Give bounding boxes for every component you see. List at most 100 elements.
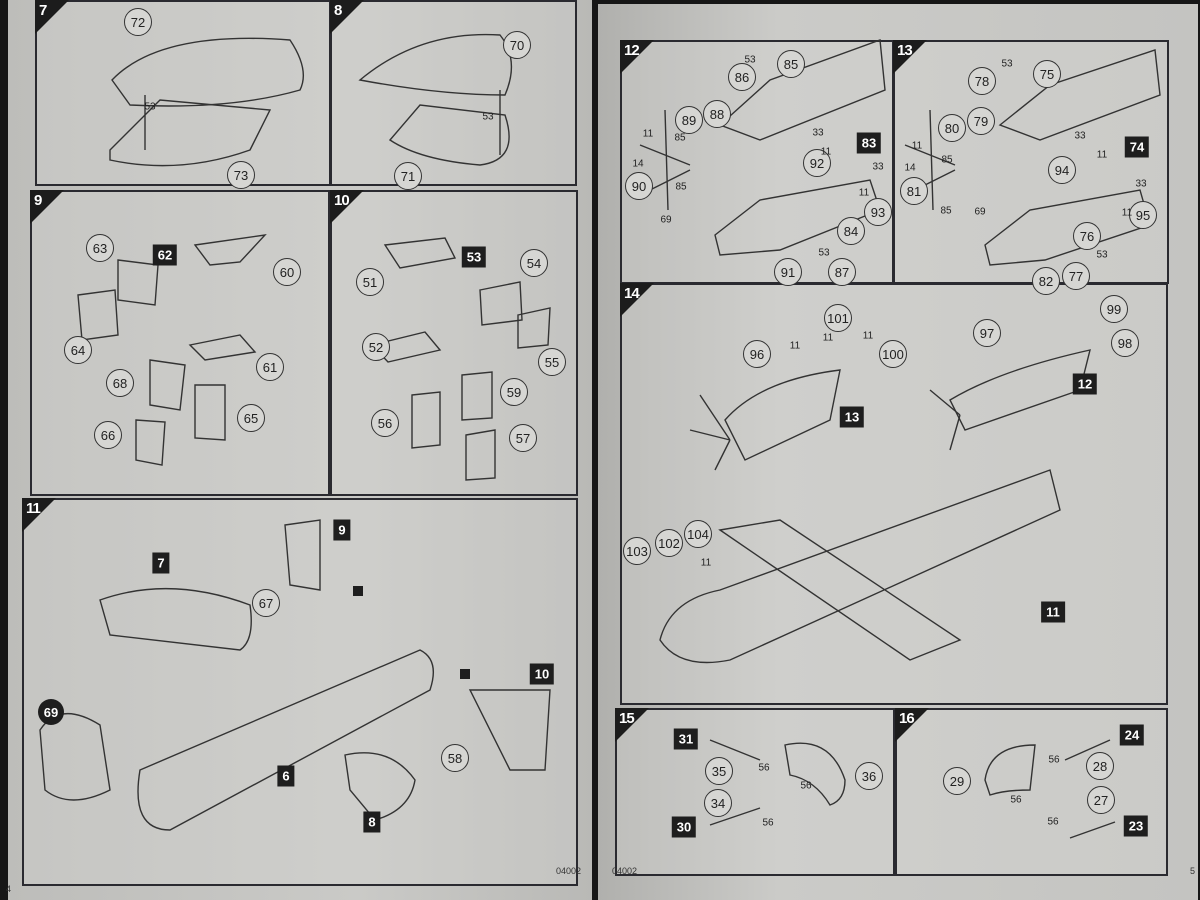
part-number-callout: 27 xyxy=(1087,786,1115,814)
part-number-callout: 86 xyxy=(728,63,756,91)
part-number-box: 62 xyxy=(152,244,178,266)
part-number-callout: 68 xyxy=(106,369,134,397)
part-annotation: 11 xyxy=(700,557,712,569)
step-number: 8 xyxy=(334,2,342,19)
wing-lower-drawing xyxy=(109,99,272,167)
part-number-box: 53 xyxy=(461,246,487,268)
part-annotation: 11 xyxy=(1096,149,1108,161)
part-number-callout: 81 xyxy=(900,177,928,205)
part-number-callout: 97 xyxy=(973,319,1001,347)
part-number-callout: 99 xyxy=(1100,295,1128,323)
step-panel-11: 11 xyxy=(22,498,578,886)
part-annotation: 85 xyxy=(940,205,952,217)
step-panel-7: 7 xyxy=(35,0,331,186)
part-number-box: 31 xyxy=(673,728,699,750)
part-number-callout: 34 xyxy=(704,789,732,817)
part-number-box: 11 xyxy=(1041,601,1065,623)
part-number-box: 23 xyxy=(1123,815,1149,837)
part-annotation: 85 xyxy=(941,154,953,166)
part-number-box: 24 xyxy=(1119,724,1145,746)
part-number-callout: 69 xyxy=(38,699,64,725)
part-annotation: 33 xyxy=(812,127,824,139)
part-annotation: 11 xyxy=(642,128,654,140)
step-number: 7 xyxy=(39,2,47,19)
part-number-callout: 79 xyxy=(967,107,995,135)
part-annotation: 53 xyxy=(818,247,830,259)
part-number-callout: 75 xyxy=(1033,60,1061,88)
part-number-callout: 64 xyxy=(64,336,92,364)
part-number-callout: 96 xyxy=(743,340,771,368)
part-number-callout: 36 xyxy=(855,762,883,790)
step-tab xyxy=(35,0,69,34)
part-number-box: 12 xyxy=(1072,373,1098,395)
part-number-callout: 84 xyxy=(837,217,865,245)
part-number-callout: 71 xyxy=(394,162,422,190)
part-annotation: 53 xyxy=(1001,58,1013,70)
part-number-callout: 51 xyxy=(356,268,384,296)
right-page xyxy=(598,4,1198,900)
part-number-box: 83 xyxy=(856,132,882,154)
part-annotation: 56 xyxy=(1010,794,1022,806)
part-number-box: 13 xyxy=(839,406,865,428)
wing-upper-drawing xyxy=(358,33,513,96)
part-annotation: 11 xyxy=(789,340,801,352)
part-number-box: 8 xyxy=(363,811,381,833)
part-number-callout: 72 xyxy=(124,8,152,36)
step-tab xyxy=(620,283,654,317)
part-number-callout: 100 xyxy=(879,340,907,368)
step-number: 12 xyxy=(624,42,640,59)
part-number-callout: 61 xyxy=(256,353,284,381)
part-annotation: 56 xyxy=(1048,754,1060,766)
part-number-callout: 89 xyxy=(675,106,703,134)
part-number-callout: 56 xyxy=(371,409,399,437)
part-annotation: 56 xyxy=(1047,816,1059,828)
step-number: 11 xyxy=(26,500,41,517)
part-number-callout: 76 xyxy=(1073,222,1101,250)
part-number-box: 6 xyxy=(277,765,295,787)
part-number-callout: 63 xyxy=(86,234,114,262)
part-annotation: 33 xyxy=(1135,178,1147,190)
part-annotation: 56 xyxy=(758,762,770,774)
part-annotation: 53 xyxy=(144,101,156,113)
step-tab xyxy=(620,40,654,74)
step-tab xyxy=(330,0,364,34)
part-number-callout: 54 xyxy=(520,249,548,277)
aircraft-drawing xyxy=(659,469,1061,664)
part-number-callout: 91 xyxy=(774,258,802,286)
marker-square xyxy=(460,669,470,679)
step-tab xyxy=(893,40,927,74)
part-annotation: 69 xyxy=(974,206,986,218)
part-number-callout: 103 xyxy=(623,537,651,565)
part-number-callout: 93 xyxy=(864,198,892,226)
step-panel-15: 15 xyxy=(615,708,895,876)
step-panel-13: 13 xyxy=(893,40,1169,284)
part-number-callout: 102 xyxy=(655,529,683,557)
part-annotation: 69 xyxy=(660,214,672,226)
wing-upper-drawing xyxy=(111,37,304,107)
step-number: 16 xyxy=(899,710,915,727)
part-number-box: 9 xyxy=(333,519,351,541)
marker-square xyxy=(353,586,363,596)
part-number-callout: 35 xyxy=(705,757,733,785)
part-annotation: 53 xyxy=(482,111,494,123)
part-number-callout: 90 xyxy=(625,172,653,200)
part-annotation: 14 xyxy=(904,162,916,174)
part-number-callout: 88 xyxy=(703,100,731,128)
step-tab xyxy=(30,190,64,224)
part-number-callout: 95 xyxy=(1129,201,1157,229)
step-number: 13 xyxy=(897,42,913,59)
part-number-callout: 87 xyxy=(828,258,856,286)
part-number-callout: 82 xyxy=(1032,267,1060,295)
part-number-callout: 55 xyxy=(538,348,566,376)
part-number-callout: 60 xyxy=(273,258,301,286)
part-annotation: 56 xyxy=(762,817,774,829)
part-number-callout: 70 xyxy=(503,31,531,59)
part-annotation: 56 xyxy=(800,780,812,792)
part-number-callout: 57 xyxy=(509,424,537,452)
part-annotation: 53 xyxy=(1096,249,1108,261)
part-number-callout: 98 xyxy=(1111,329,1139,357)
step-tab xyxy=(895,708,929,742)
step-number: 15 xyxy=(619,710,635,727)
document-code-right: 04002 xyxy=(612,866,638,876)
